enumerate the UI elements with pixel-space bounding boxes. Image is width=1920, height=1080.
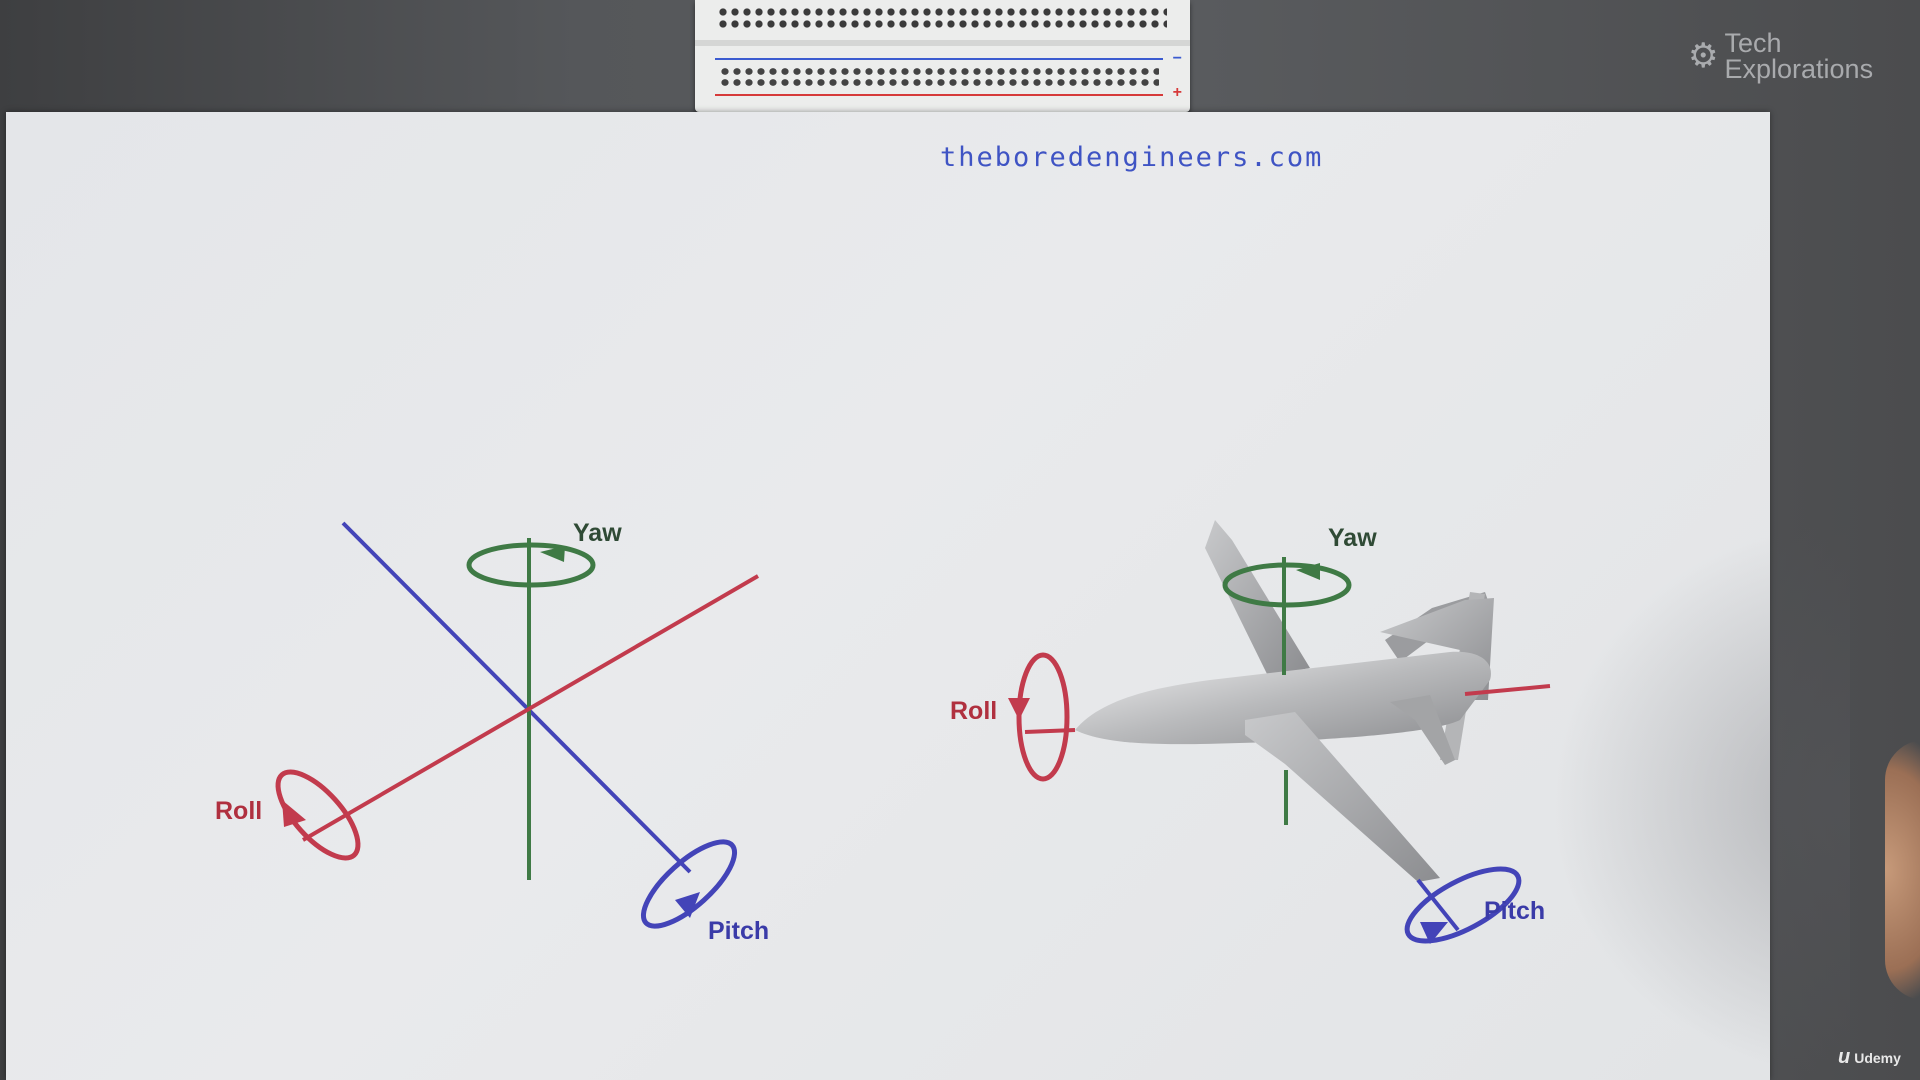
airplane-yaw-label: Yaw (1328, 524, 1377, 552)
roll-label: Roll (215, 797, 262, 825)
airplane-yaw-ring (1222, 562, 1352, 608)
airplane-roll-label: Roll (950, 697, 997, 725)
breadboard-holes (717, 6, 1167, 30)
breadboard-rail-holes (719, 66, 1159, 88)
hand-shadow (1550, 520, 1850, 1080)
hand (1885, 740, 1920, 1000)
pitch-axis (341, 521, 692, 874)
yaw-label: Yaw (573, 519, 622, 547)
pitch-label: Pitch (708, 917, 769, 945)
gear-icon: ⚙ (1688, 37, 1719, 75)
website-handwriting: theboredengineers.com (940, 142, 1324, 173)
breadboard-positive-rail (715, 94, 1163, 96)
airplane-pitch-ring (1404, 866, 1522, 944)
airplane-roll-axis (1464, 684, 1551, 696)
pitch-arrow-icon (675, 892, 700, 918)
airplane-yaw-arrow-icon (1296, 563, 1320, 580)
left-axes-diagram: Yaw Roll Pitch (215, 519, 769, 945)
tech-explorations-logo: ⚙ Tech Explorations (1688, 28, 1874, 84)
udemy-icon: u (1838, 1046, 1851, 1068)
breadboard-negative-rail (715, 58, 1163, 60)
pitch-rotation-ring (640, 839, 738, 929)
udemy-label: Udemy (1854, 1049, 1901, 1066)
yaw-arrow-icon (540, 546, 565, 562)
logo-line-2: Explorations (1724, 54, 1874, 84)
minus-sign: − (1172, 50, 1182, 67)
airplane-pitch-axis (1416, 878, 1460, 932)
airplane-pitch-arrow-icon (1420, 922, 1448, 944)
breadboard-groove (695, 40, 1190, 46)
airplane-pitch-label: Pitch (1484, 897, 1545, 925)
airplane-roll-arrow-icon (1008, 698, 1030, 720)
roll-axis (301, 574, 760, 842)
roll-arrow-icon (282, 800, 306, 827)
yaw-rotation-ring (466, 542, 596, 588)
right-airplane-diagram: Yaw Roll Pitch (950, 520, 1551, 944)
breadboard: − + (695, 0, 1190, 112)
airplane-roll-ring (1016, 652, 1070, 782)
roll-rotation-ring (275, 769, 361, 861)
logo-line-1: Tech (1724, 28, 1782, 58)
udemy-badge: u Udemy (1838, 1046, 1901, 1069)
plus-sign: + (1172, 84, 1182, 101)
